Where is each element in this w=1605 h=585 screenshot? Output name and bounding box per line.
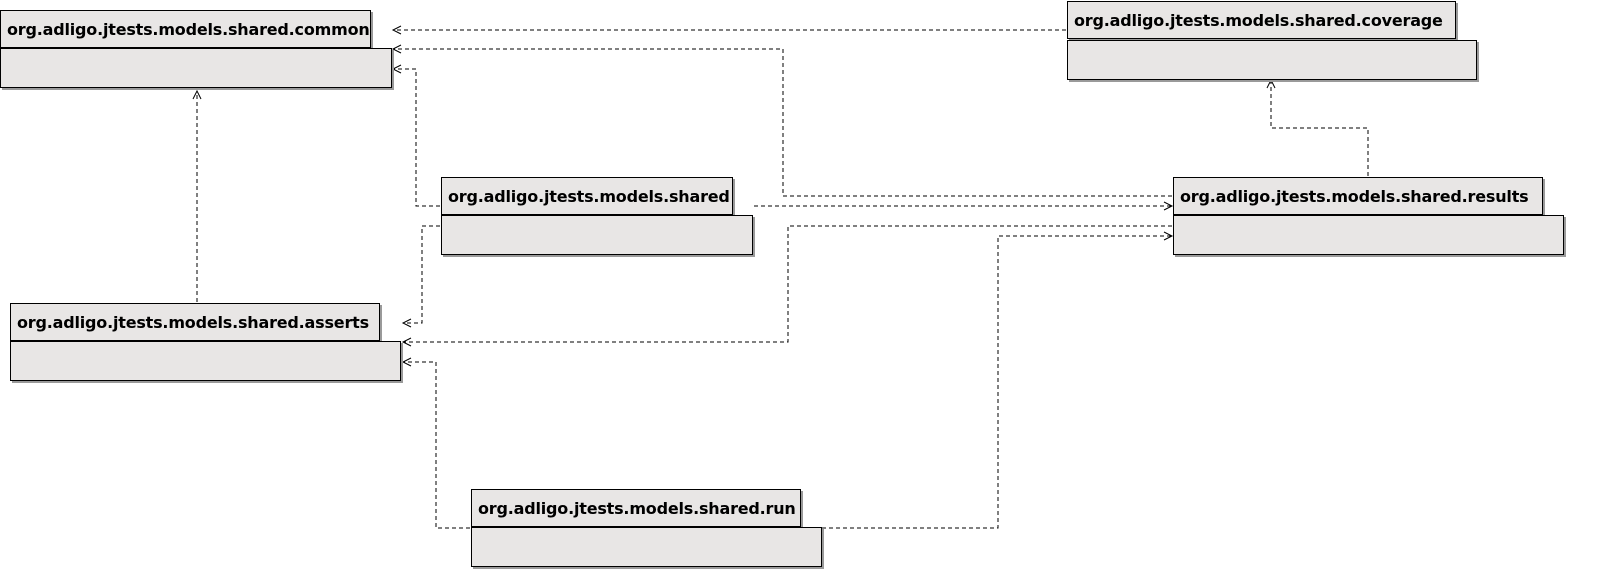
package-asserts-name: org.adligo.jtests.models.shared.asserts [17, 312, 369, 332]
package-run-tab: org.adligo.jtests.models.shared.run [471, 489, 801, 527]
package-coverage-tab: org.adligo.jtests.models.shared.coverage [1067, 1, 1456, 39]
dependency-results-to-common [391, 44, 1172, 197]
dependency-coverage-to-common [391, 25, 1066, 35]
package-asserts-body [10, 341, 401, 381]
dependency-run-to-asserts [401, 357, 470, 529]
dependency-shared-to-results [754, 201, 1174, 211]
dependency-shared-to-common [391, 64, 440, 207]
package-common-name: org.adligo.jtests.models.shared.common [7, 19, 370, 39]
package-results-body [1173, 215, 1564, 255]
package-results-tab: org.adligo.jtests.models.shared.results [1173, 177, 1543, 215]
package-coverage-body [1067, 40, 1477, 80]
dependency-shared-to-asserts [401, 225, 440, 328]
package-common-body [0, 48, 392, 88]
package-run-name: org.adligo.jtests.models.shared.run [478, 498, 796, 518]
package-results-name: org.adligo.jtests.models.shared.results [1180, 186, 1529, 206]
package-common-tab: org.adligo.jtests.models.shared.common [0, 10, 371, 48]
dependency-run-to-results [822, 231, 1174, 529]
package-shared-body [441, 215, 753, 255]
dependency-asserts-to-common [192, 89, 202, 302]
package-shared-name: org.adligo.jtests.models.shared [448, 186, 730, 206]
package-coverage-name: org.adligo.jtests.models.shared.coverage [1074, 10, 1443, 30]
dependency-results-to-asserts [401, 225, 1172, 347]
package-shared-tab: org.adligo.jtests.models.shared [441, 177, 733, 215]
package-asserts-tab: org.adligo.jtests.models.shared.asserts [10, 303, 380, 341]
dependency-results-to-coverage [1266, 78, 1369, 176]
package-run-body [471, 527, 822, 567]
